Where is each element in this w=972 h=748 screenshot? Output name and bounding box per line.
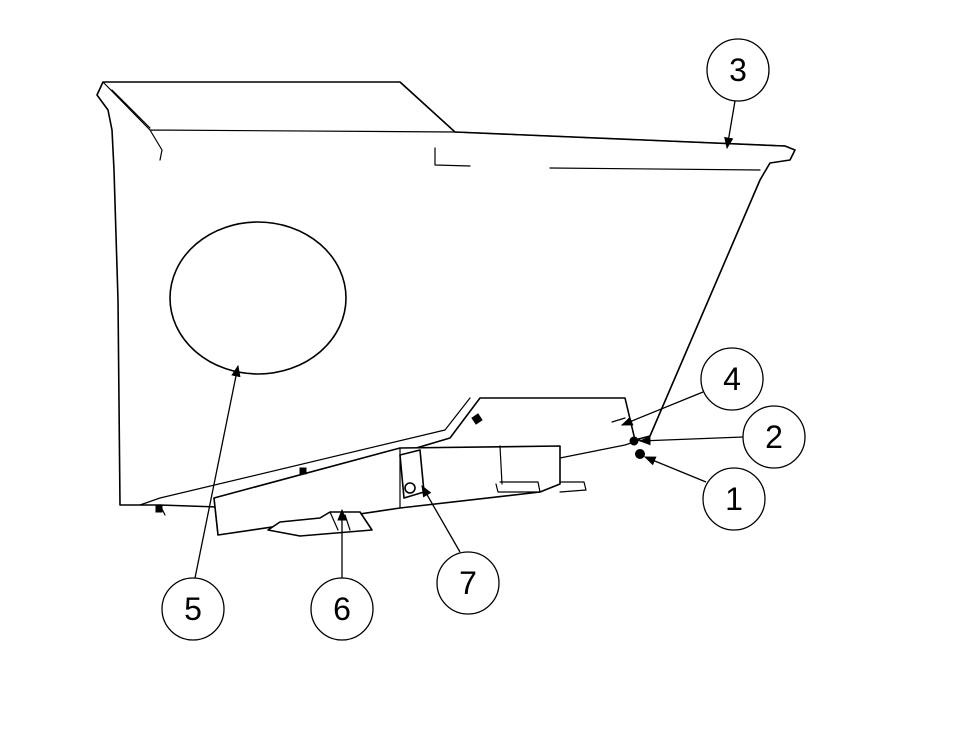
balloon-1: 1 [702, 467, 766, 531]
hopper-body [96, 81, 796, 516]
balloon-6: 6 [310, 577, 374, 641]
leader-5 [194, 364, 241, 579]
leader-2 [638, 435, 744, 446]
balloon-1-label: 1 [725, 481, 743, 517]
fasteners [155, 413, 645, 513]
balloon-4-label: 4 [723, 361, 741, 397]
sight-window [169, 221, 347, 375]
washer-icon [629, 436, 639, 446]
leader-4 [620, 391, 704, 426]
balloon-3-label: 3 [729, 52, 747, 88]
bolt-mid-icon [299, 467, 307, 475]
leader-lines [194, 100, 744, 579]
leader-1 [643, 456, 707, 483]
balloon-2: 2 [742, 405, 806, 469]
balloon-5-label: 5 [184, 591, 202, 627]
tray-rod [559, 481, 587, 493]
hopper-top-rim [102, 81, 456, 161]
balloon-6-label: 6 [333, 591, 351, 627]
balloon-7-label: 7 [459, 565, 477, 601]
balloon-4: 4 [700, 347, 764, 411]
leader-7 [421, 484, 461, 553]
tray-box [213, 445, 561, 536]
balloon-3: 3 [706, 38, 770, 102]
latch-pin [404, 482, 416, 494]
balloon-5: 5 [161, 577, 225, 641]
balloon-7: 7 [436, 551, 500, 615]
leader-3 [724, 100, 736, 150]
nut-icon [635, 449, 645, 459]
balloon-2-label: 2 [765, 419, 783, 455]
bolt-left-icon [155, 505, 163, 513]
bolt-top-icon [471, 413, 483, 425]
